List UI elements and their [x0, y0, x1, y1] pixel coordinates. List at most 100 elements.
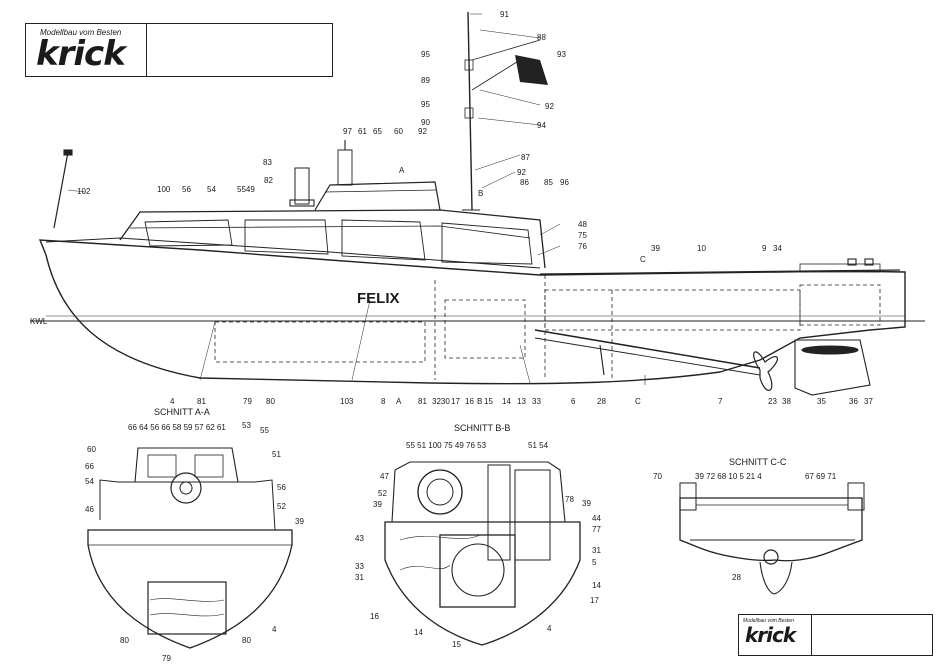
label-16: 16 — [465, 397, 474, 406]
label-90: 90 — [421, 118, 430, 127]
label-15: 15 — [484, 397, 493, 406]
label-aa-56: 56 — [277, 483, 286, 492]
section-cc-title: SCHNITT C-C — [729, 457, 787, 467]
label-B2: B — [477, 397, 482, 406]
label-A1: A — [399, 166, 405, 175]
label-94: 94 — [537, 121, 546, 130]
section-aa-labels: SCHNITT A-A 66 64 56 66 58 59 57 62 61 5… — [85, 407, 304, 663]
label-13: 13 — [517, 397, 526, 406]
side-view — [30, 11, 925, 396]
boat-name: FELIX — [357, 290, 400, 307]
label-14: 14 — [502, 397, 511, 406]
label-aa-55: 55 — [260, 426, 269, 435]
label-bb-17: 17 — [590, 596, 599, 605]
label-cc-28: 28 — [732, 573, 741, 582]
label-9: 9 — [762, 244, 767, 253]
label-102: 102 — [77, 187, 91, 196]
logo-panel-small: Modellbau vom Besten krick — [739, 615, 812, 655]
title-block-small: Modellbau vom Besten krick — [738, 614, 933, 656]
logo-tagline-small: Modellbau vom Besten — [743, 618, 794, 624]
rudder — [794, 339, 871, 396]
label-aa-79: 79 — [162, 654, 171, 663]
cabin-outline — [119, 209, 546, 269]
label-aa-80b: 80 — [242, 636, 251, 645]
label-bb-43: 43 — [355, 534, 364, 543]
section-aa — [87, 447, 293, 649]
section-bb-title: SCHNITT B-B — [454, 423, 510, 433]
label-56: 56 — [182, 185, 191, 194]
label-aa-4: 4 — [272, 625, 277, 634]
label-cc-70: 70 — [653, 472, 662, 481]
label-7: 7 — [718, 397, 723, 406]
label-95a: 95 — [421, 50, 430, 59]
life-ring — [417, 469, 463, 515]
label-bb-78: 78 — [565, 495, 574, 504]
waterline-label: KWL — [30, 317, 48, 326]
side-view-labels: 91 88 93 95 89 92 95 90 94 97 61 65 60 9… — [77, 10, 873, 406]
section-cc-labels: SCHNITT C-C 70 39 72 68 10 5 21 4 67 69 … — [653, 457, 837, 582]
label-60: 60 — [394, 127, 403, 136]
section-aa-top-labels: 66 64 56 66 58 59 57 62 61 — [128, 423, 226, 432]
shaft-tube — [763, 549, 779, 565]
label-65: 65 — [373, 127, 382, 136]
label-bb-47: 47 — [380, 472, 389, 481]
label-8: 8 — [381, 397, 386, 406]
label-79: 79 — [243, 397, 252, 406]
label-95b: 95 — [421, 100, 430, 109]
label-81: 81 — [197, 397, 206, 406]
section-bb-labels: SCHNITT B-B 55 51 100 75 49 76 53 51 54 … — [355, 423, 601, 649]
label-aa-53: 53 — [242, 421, 251, 430]
label-bb-33: 33 — [355, 562, 364, 571]
label-aa-80a: 80 — [120, 636, 129, 645]
label-aa-54: 54 — [85, 477, 94, 486]
label-C2: C — [635, 397, 641, 406]
label-aa-51: 51 — [272, 450, 281, 459]
label-89: 89 — [421, 76, 430, 85]
cabin-windows — [144, 219, 533, 265]
label-82: 82 — [264, 176, 273, 185]
label-38: 38 — [782, 397, 791, 406]
label-93: 93 — [557, 50, 566, 59]
label-3230: 3230 — [432, 397, 450, 406]
logo-brand: krick — [36, 34, 126, 74]
section-cc-right-labels: 67 69 71 — [805, 472, 837, 481]
label-85: 85 — [544, 178, 553, 187]
label-28: 28 — [597, 397, 606, 406]
label-97: 97 — [343, 127, 352, 136]
label-5549: 5549 — [237, 185, 255, 194]
label-92a: 92 — [545, 102, 554, 111]
label-bb-14a: 14 — [592, 581, 601, 590]
label-aa-39: 39 — [295, 517, 304, 526]
label-37: 37 — [864, 397, 873, 406]
label-34: 34 — [773, 244, 782, 253]
label-91: 91 — [500, 10, 509, 19]
label-39: 39 — [651, 244, 660, 253]
title-block: Modellbau vom Besten krick — [25, 23, 333, 77]
label-aa-60: 60 — [87, 445, 96, 454]
logo-brand-small: krick — [745, 623, 796, 647]
label-80: 80 — [266, 397, 275, 406]
label-B1: B — [478, 189, 483, 198]
label-aa-66: 66 — [85, 462, 94, 471]
label-bb-5: 5 — [592, 558, 597, 567]
logo-panel: Modellbau vom Besten krick — [26, 24, 147, 76]
label-54: 54 — [207, 185, 216, 194]
section-bb-top-labels: 55 51 100 75 49 76 53 — [406, 441, 487, 450]
label-87: 87 — [521, 153, 530, 162]
label-61: 61 — [358, 127, 367, 136]
ships-wheel — [170, 472, 202, 504]
label-96: 96 — [560, 178, 569, 187]
section-bb — [384, 461, 581, 646]
label-bb-44: 44 — [592, 514, 601, 523]
label-A2: A — [396, 397, 402, 406]
label-17: 17 — [451, 397, 460, 406]
label-100: 100 — [157, 185, 171, 194]
label-23: 23 — [768, 397, 777, 406]
label-aa-46: 46 — [85, 505, 94, 514]
section-cc — [679, 482, 865, 595]
label-10: 10 — [697, 244, 706, 253]
label-bb-31b: 31 — [355, 573, 364, 582]
label-bb-39a: 39 — [373, 500, 382, 509]
propeller — [753, 351, 778, 391]
section-bb-top-right-labels: 51 54 — [528, 441, 549, 450]
